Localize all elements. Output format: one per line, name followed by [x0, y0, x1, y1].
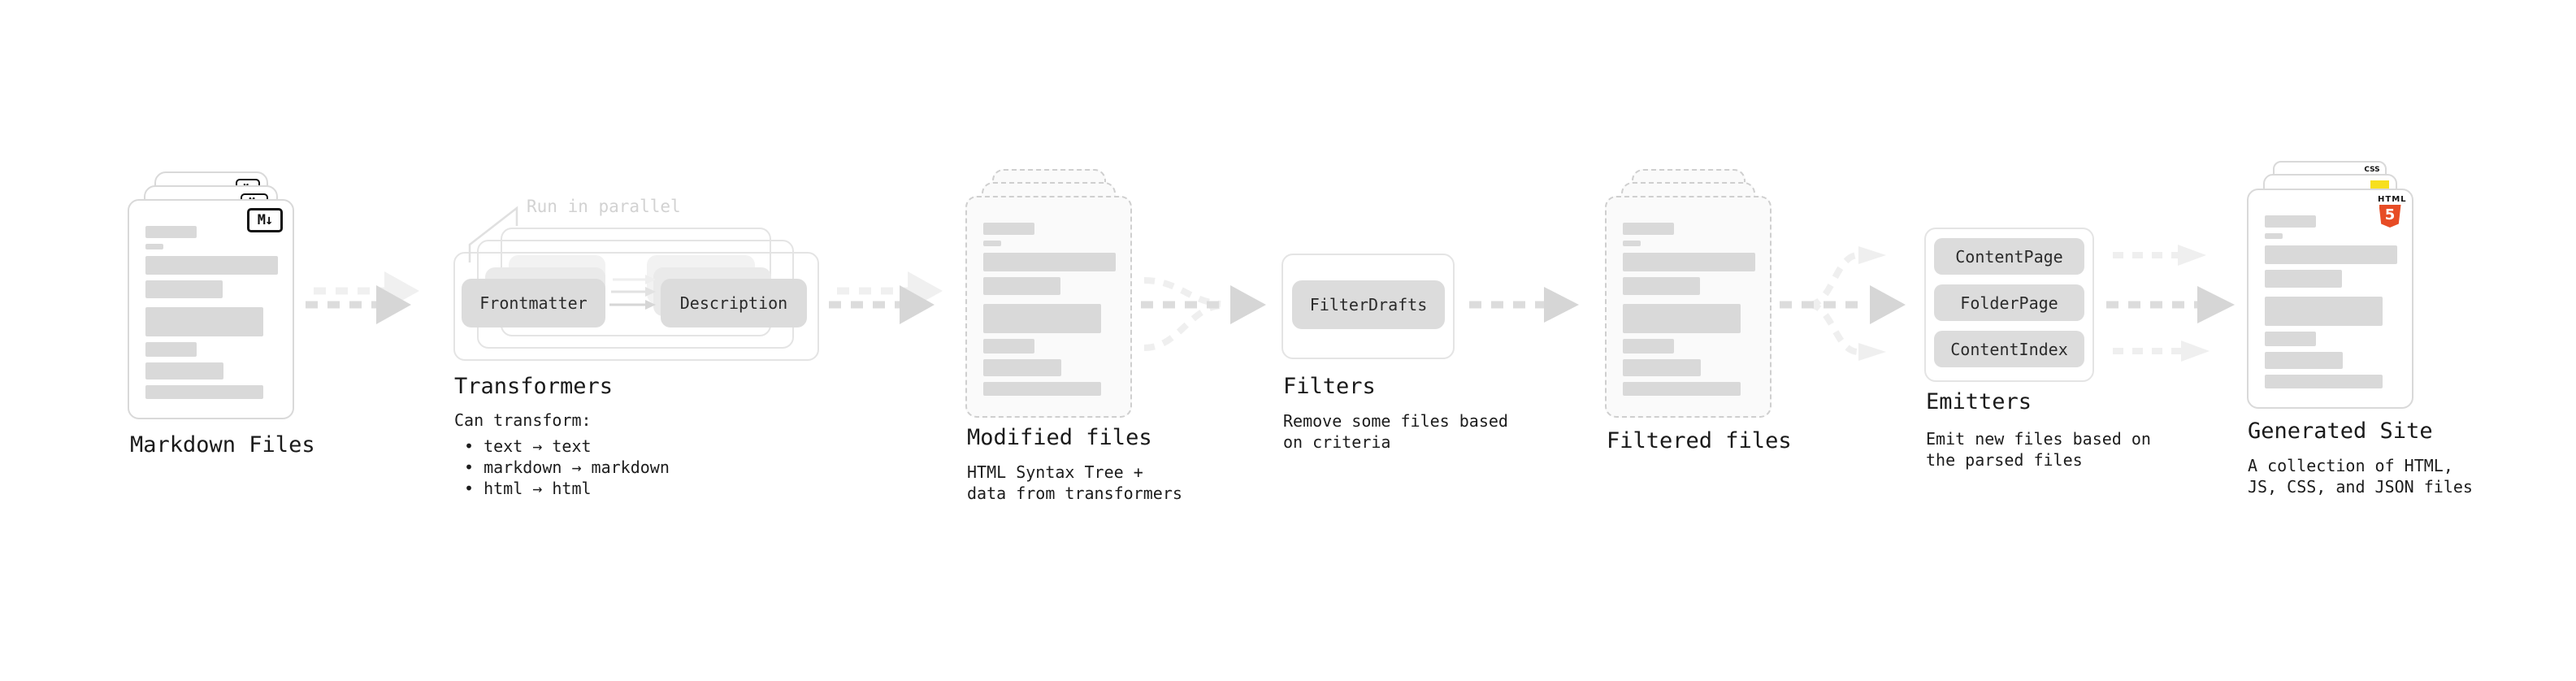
- stage-label-transformers: Transformers: [454, 374, 614, 399]
- skeleton-text-bar: [145, 362, 223, 380]
- flow-arrow-emitters-to-generated: [2106, 245, 2235, 362]
- skeleton-text-bar: [983, 359, 1061, 376]
- html5-icon: HTML 5: [2378, 195, 2406, 228]
- skeleton-text-bar: [2265, 297, 2383, 326]
- skeleton-text-bar: [983, 382, 1101, 396]
- skeleton-text-bar: [2265, 245, 2397, 264]
- filtered-file-front: [1605, 196, 1772, 418]
- modified-file-front: [965, 196, 1132, 418]
- skeleton-text-bar: [2265, 270, 2342, 288]
- skeleton-text-bar: [1623, 339, 1674, 354]
- modified-desc-line1: HTML Syntax Tree +: [967, 462, 1143, 482]
- flow-arrow-filters-to-filtered: [1469, 287, 1579, 323]
- skeleton-text-bar: [145, 307, 263, 336]
- generated-file-html: HTML 5: [2247, 189, 2413, 409]
- skeleton-text-bar: [983, 253, 1116, 271]
- emitter-contentpage-box: ContentPage: [1934, 238, 2084, 275]
- stage-label-markdown: Markdown Files: [130, 432, 315, 458]
- markdown-file-front: M↓: [128, 199, 294, 419]
- transformers-bullet-2: • markdown → markdown: [464, 458, 670, 477]
- flow-arrow-filtered-to-emitters: [1780, 246, 1906, 361]
- skeleton-text-bar: [145, 342, 197, 357]
- skeleton-text-bar: [2265, 215, 2316, 228]
- run-in-parallel-note: Run in parallel: [527, 197, 681, 216]
- skeleton-text-bar: [983, 339, 1034, 354]
- parallel-arrows-icon: [609, 275, 656, 310]
- transformers-bullet-1: • text → text: [464, 436, 592, 456]
- stage-label-filters: Filters: [1283, 374, 1376, 399]
- skeleton-text-bar: [145, 244, 163, 249]
- generated-desc-line2: JS, CSS, and JSON files: [2248, 477, 2473, 497]
- skeleton-text-bar: [1623, 304, 1741, 333]
- javascript-icon: [2370, 180, 2389, 190]
- filters-desc-line1: Remove some files based: [1283, 411, 1508, 431]
- emitter-folderpage-box: FolderPage: [1934, 284, 2084, 321]
- stage-label-modified: Modified files: [967, 425, 1152, 450]
- skeleton-text-bar: [983, 277, 1060, 295]
- flow-arrow-transformers-to-modified: [829, 271, 943, 324]
- skeleton-text-bar: [2265, 332, 2316, 346]
- skeleton-text-bar: [145, 256, 278, 275]
- skeleton-text-bar: [145, 226, 197, 238]
- stage-label-filtered: Filtered files: [1607, 428, 1792, 453]
- skeleton-text-bar: [983, 223, 1034, 235]
- filters-shell: [1281, 254, 1455, 359]
- skeleton-text-bar: [983, 241, 1001, 246]
- flow-arrow-markdown-to-transformers: [306, 271, 419, 324]
- generated-desc-line1: A collection of HTML,: [2248, 456, 2453, 475]
- skeleton-text-bar: [1623, 253, 1755, 271]
- emitters-shell: [1924, 228, 2094, 382]
- annotation-leader-line: [468, 206, 518, 262]
- transformers-bullet-3: • html → html: [464, 479, 592, 498]
- skeleton-text-bar: [1623, 241, 1641, 246]
- modified-desc-line2: data from transformers: [967, 484, 1182, 503]
- transformers-desc-title: Can transform:: [454, 410, 592, 430]
- transformer-shell-front: [453, 252, 819, 361]
- emitter-contentindex-box: ContentIndex: [1934, 331, 2084, 367]
- filter-drafts-box: FilterDrafts: [1292, 280, 1445, 329]
- flow-arrow-modified-to-filters: [1141, 277, 1266, 351]
- skeleton-text-bar: [1623, 359, 1701, 376]
- transformer-description-box: Description: [661, 279, 807, 327]
- skeleton-text-bar: [145, 385, 263, 399]
- filters-desc-line2: on criteria: [1283, 432, 1391, 452]
- emitters-desc-line2: the parsed files: [1926, 450, 2083, 470]
- markdown-icon: M↓: [247, 208, 283, 232]
- skeleton-text-bar: [2265, 233, 2283, 239]
- stage-label-generated: Generated Site: [2248, 419, 2433, 444]
- emitters-desc-line1: Emit new files based on: [1926, 429, 2151, 449]
- stage-label-emitters: Emitters: [1926, 389, 2032, 414]
- transformer-frontmatter-box: Frontmatter: [462, 279, 605, 327]
- skeleton-text-bar: [1623, 382, 1741, 396]
- skeleton-text-bar: [2265, 375, 2383, 388]
- skeleton-text-bar: [2265, 352, 2343, 369]
- skeleton-text-bar: [145, 280, 223, 298]
- skeleton-text-bar: [983, 304, 1101, 333]
- skeleton-text-bar: [1623, 223, 1674, 235]
- skeleton-text-bar: [1623, 277, 1700, 295]
